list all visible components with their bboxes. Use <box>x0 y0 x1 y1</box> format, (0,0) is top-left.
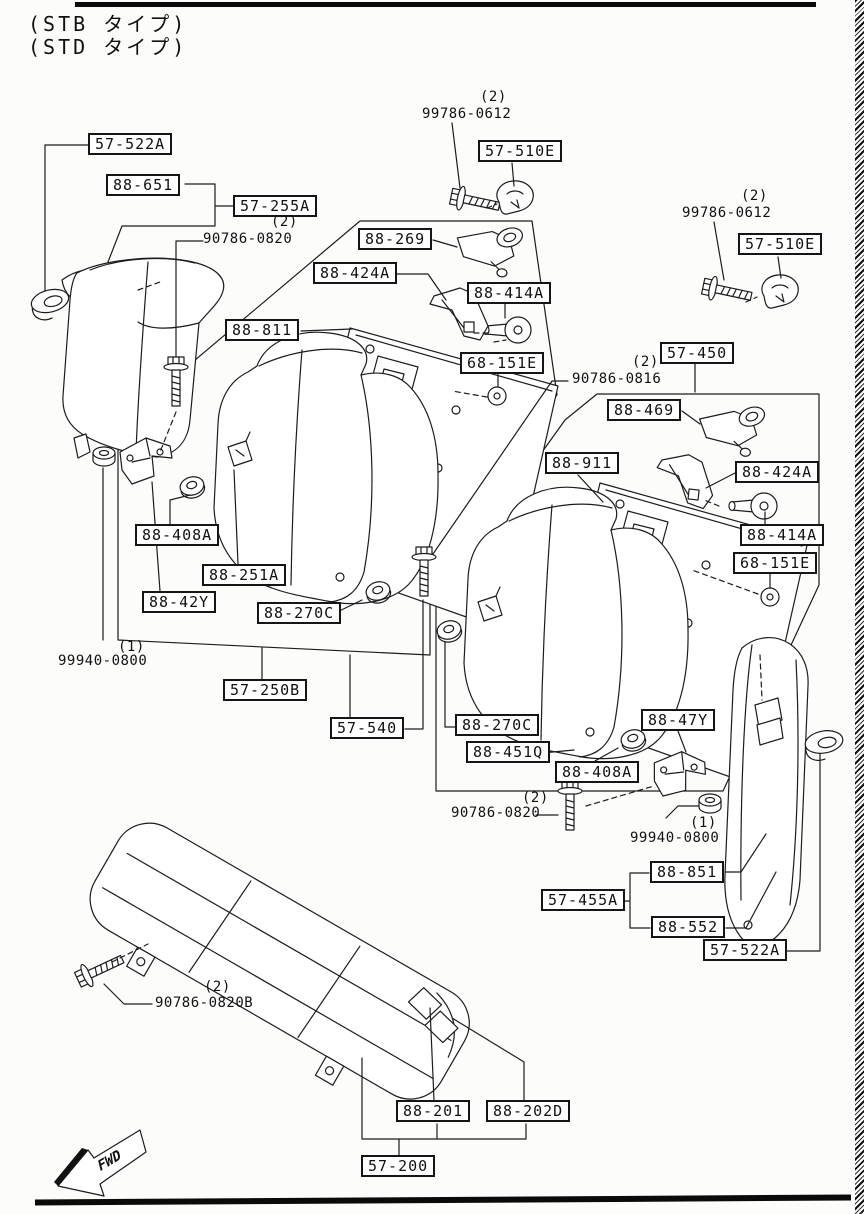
part-box-57-510E-9: 57-510E <box>738 233 823 255</box>
scan-border-top <box>75 2 816 7</box>
fastener-label-(2)-10: (2) <box>522 790 549 806</box>
hanger-57-522A-right <box>802 727 847 764</box>
fastener-label-(2)-14: (2) <box>204 979 231 995</box>
part-box-88-911-12: 88-911 <box>545 452 620 474</box>
pin-88-414A-right <box>728 492 778 520</box>
fastener-label-(1)-8: (1) <box>118 639 145 655</box>
part-box-88-469-11: 88-469 <box>607 399 682 421</box>
part-box-88-269-4: 88-269 <box>358 228 433 250</box>
part-box-57-450-10: 57-450 <box>660 342 735 364</box>
bolt-99786-0612-right <box>700 273 755 309</box>
right-bolster <box>724 637 809 946</box>
fastener-label-90786-0816-7: 90786-0816 <box>572 371 662 387</box>
washer-68-151E-right <box>760 587 780 607</box>
part-box-57-540-21: 57-540 <box>330 717 405 739</box>
part-box-57-455A-27: 57-455A <box>541 889 626 911</box>
part-box-88-270C-19: 88-270C <box>257 602 342 624</box>
scan-border-right <box>855 0 864 1214</box>
type-line-stb: (STB タイプ) <box>28 12 188 36</box>
fastener-label-(2)-6: (2) <box>632 354 659 370</box>
part-box-88-202D-31: 88-202D <box>486 1100 571 1122</box>
part-box-57-250B-20: 57-250B <box>223 679 308 701</box>
part-box-88-408A-16: 88-408A <box>135 524 220 546</box>
pin-88-414A-left <box>482 316 532 344</box>
left-bolster <box>61 257 225 459</box>
part-box-57-510E-3: 57-510E <box>478 140 563 162</box>
part-box-88-651-1: 88-651 <box>106 174 181 196</box>
part-box-88-42Y-18: 88-42Y <box>142 591 217 613</box>
striker-57-510E-right <box>761 274 799 309</box>
fastener-label-99786-0612-1: 99786-0612 <box>422 106 512 122</box>
fastener-label-(2)-4: (2) <box>741 188 768 204</box>
bolt-90786-0820-center <box>557 780 583 831</box>
bracket-88-469 <box>696 398 769 459</box>
fastener-label-(2)-0: (2) <box>480 89 507 105</box>
type-line-std: (STD タイプ) <box>28 35 188 59</box>
part-box-88-811-7: 88-811 <box>225 319 300 341</box>
part-box-88-851-26: 88-851 <box>650 861 725 883</box>
leader-lines <box>44 122 821 1156</box>
fwd-arrow-icon <box>54 1129 147 1197</box>
fastener-label-90786-0820-3: 90786-0820 <box>203 231 293 247</box>
bracket-88-269 <box>453 217 528 280</box>
part-box-57-255A-2: 57-255A <box>233 195 318 217</box>
washer-68-151E-left <box>487 386 507 406</box>
part-box-68-151E-15: 68-151E <box>733 552 818 574</box>
part-box-88-424A-13: 88-424A <box>735 461 820 483</box>
bench-cushion <box>89 822 470 1100</box>
part-box-88-251A-17: 88-251A <box>202 564 287 586</box>
fastener-label-99786-0612-5: 99786-0612 <box>682 205 772 221</box>
part-box-88-201-30: 88-201 <box>396 1100 471 1122</box>
part-box-57-522A-29: 57-522A <box>703 939 788 961</box>
part-box-88-47Y-25: 88-47Y <box>641 709 716 731</box>
part-box-88-414A-14: 88-414A <box>740 524 825 546</box>
part-box-57-200-32: 57-200 <box>361 1155 436 1177</box>
fastener-label-90786-0820-11: 90786-0820 <box>451 805 541 821</box>
bolt-90786-0820B <box>72 947 128 992</box>
fastener-label-(2)-2: (2) <box>271 214 298 230</box>
bolt-99786-0612-top <box>448 183 503 219</box>
part-box-88-451Q-23: 88-451Q <box>466 741 551 763</box>
nut-99940-0800-right <box>698 793 722 814</box>
fastener-label-90786-0820B-15: 90786-0820B <box>155 995 254 1011</box>
part-box-57-522A-0: 57-522A <box>88 133 173 155</box>
nut-99940-0800-left <box>92 446 116 467</box>
striker-57-510E-top <box>496 180 534 215</box>
part-box-88-414A-6: 88-414A <box>467 282 552 304</box>
right-assembly-frame <box>435 393 820 792</box>
part-box-68-151E-8: 68-151E <box>460 352 545 374</box>
fastener-label-99940-0800-13: 99940-0800 <box>630 830 720 846</box>
fastener-label-99940-0800-9: 99940-0800 <box>58 653 148 669</box>
part-box-88-270C-22: 88-270C <box>455 714 540 736</box>
fastener-label-(1)-12: (1) <box>690 815 717 831</box>
part-box-88-408A-24: 88-408A <box>555 761 640 783</box>
part-box-88-424A-5: 88-424A <box>313 262 398 284</box>
grommet-88-270C-center <box>434 617 465 646</box>
part-box-88-552-28: 88-552 <box>651 916 726 938</box>
